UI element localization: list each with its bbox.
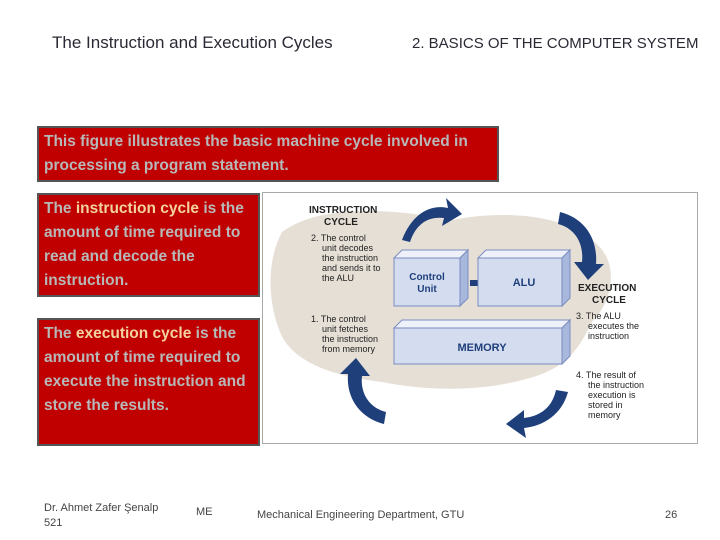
memory-box: MEMORY (392, 318, 572, 366)
slide-title: The Instruction and Execution Cycles (52, 33, 333, 52)
decode-arrow (402, 198, 462, 242)
page-number: 26 (665, 509, 678, 521)
alu-label: ALU (513, 277, 536, 289)
step-2-label: 2. The control unit decodes the instruct… (311, 233, 383, 283)
figure-intro-text: This figure illustrates the basic machin… (44, 133, 468, 174)
step-3-label: 3. The ALU executes the instruction (576, 311, 642, 341)
memory-label: MEMORY (457, 342, 507, 354)
author-name: Dr. Ahmet Zafer Şenalp (44, 502, 159, 514)
execution-definition: is the amount of time required to execut… (44, 325, 246, 414)
figure-intro-callout: This figure illustrates the basic machin… (37, 126, 499, 182)
step-4-label: 4. The result of the instruction executi… (576, 370, 647, 420)
execution-cycle-callout: The execution cycle is the amount of tim… (37, 318, 260, 446)
fetch-arrow (340, 358, 386, 424)
footer-center: Mechanical Engineering Department, GTU (257, 509, 465, 521)
machine-cycle-diagram: INSTRUCTION CYCLE 2. The control unit de… (262, 192, 698, 444)
control-unit-box: Control Unit (392, 248, 470, 308)
instruction-prefix: The (44, 200, 76, 217)
execution-cycle-title: EXECUTION CYCLE (578, 283, 639, 306)
instruction-cycle-callout: The instruction cycle is the amount of t… (37, 193, 260, 297)
alu-box: ALU (476, 248, 572, 308)
instruction-definition: is the amount of time required to read a… (44, 200, 244, 289)
section-title: 2. BASICS OF THE COMPUTER SYSTEM (412, 35, 699, 52)
instruction-cycle-title: INSTRUCTION CYCLE (309, 205, 380, 228)
execution-prefix: The (44, 325, 76, 342)
step-1-label: 1. The control unit fetches the instruct… (311, 314, 381, 354)
execute-arrow (558, 212, 604, 280)
footer-author: Dr. Ahmet Zafer Şenalp 521 (44, 501, 158, 531)
store-arrow (506, 390, 568, 438)
control-unit-label-2: Unit (417, 284, 437, 295)
execution-cycle-term: execution cycle (75, 325, 192, 342)
footer-dept: ME (196, 506, 213, 518)
instruction-cycle-term: instruction cycle (75, 200, 200, 217)
control-unit-label: Control (409, 272, 445, 283)
author-code: 521 (44, 517, 63, 529)
